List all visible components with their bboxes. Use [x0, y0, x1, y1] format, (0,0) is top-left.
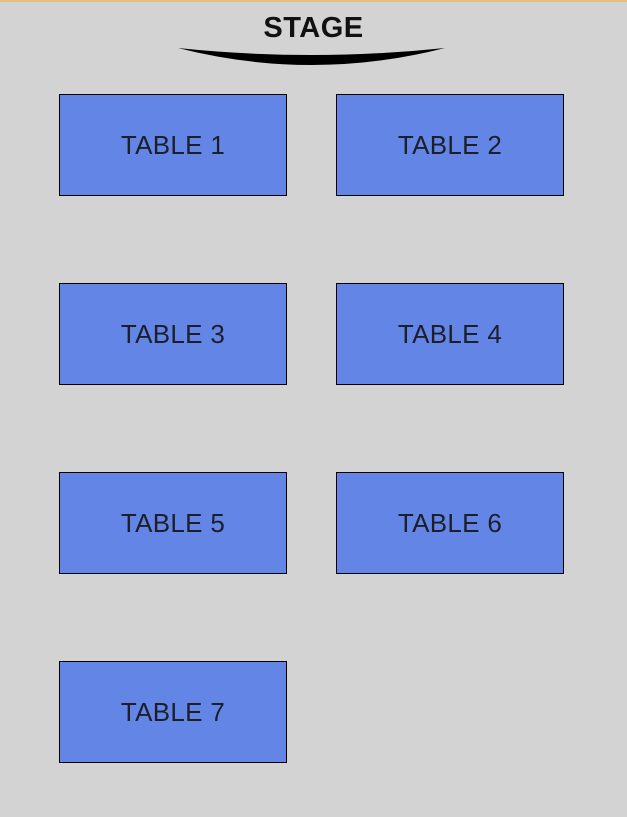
stage: STAGE: [0, 0, 627, 80]
table-1-label: TABLE 1: [120, 129, 226, 160]
table-3-label: TABLE 3: [120, 318, 226, 349]
table-7[interactable]: TABLE 7: [59, 661, 287, 763]
table-6[interactable]: TABLE 6: [336, 472, 564, 574]
top-border: [0, 0, 627, 2]
table-4[interactable]: TABLE 4: [336, 283, 564, 385]
table-5[interactable]: TABLE 5: [59, 472, 287, 574]
table-4-label: TABLE 4: [397, 318, 503, 349]
table-5-label: TABLE 5: [120, 507, 226, 538]
table-1[interactable]: TABLE 1: [59, 94, 287, 196]
stage-arc-shape: [178, 48, 445, 65]
table-2-label: TABLE 2: [397, 129, 503, 160]
stage-label: STAGE: [263, 12, 364, 44]
table-2[interactable]: TABLE 2: [336, 94, 564, 196]
table-6-label: TABLE 6: [397, 507, 503, 538]
table-7-label: TABLE 7: [120, 696, 226, 727]
table-3[interactable]: TABLE 3: [59, 283, 287, 385]
stage-arc: [178, 48, 445, 65]
